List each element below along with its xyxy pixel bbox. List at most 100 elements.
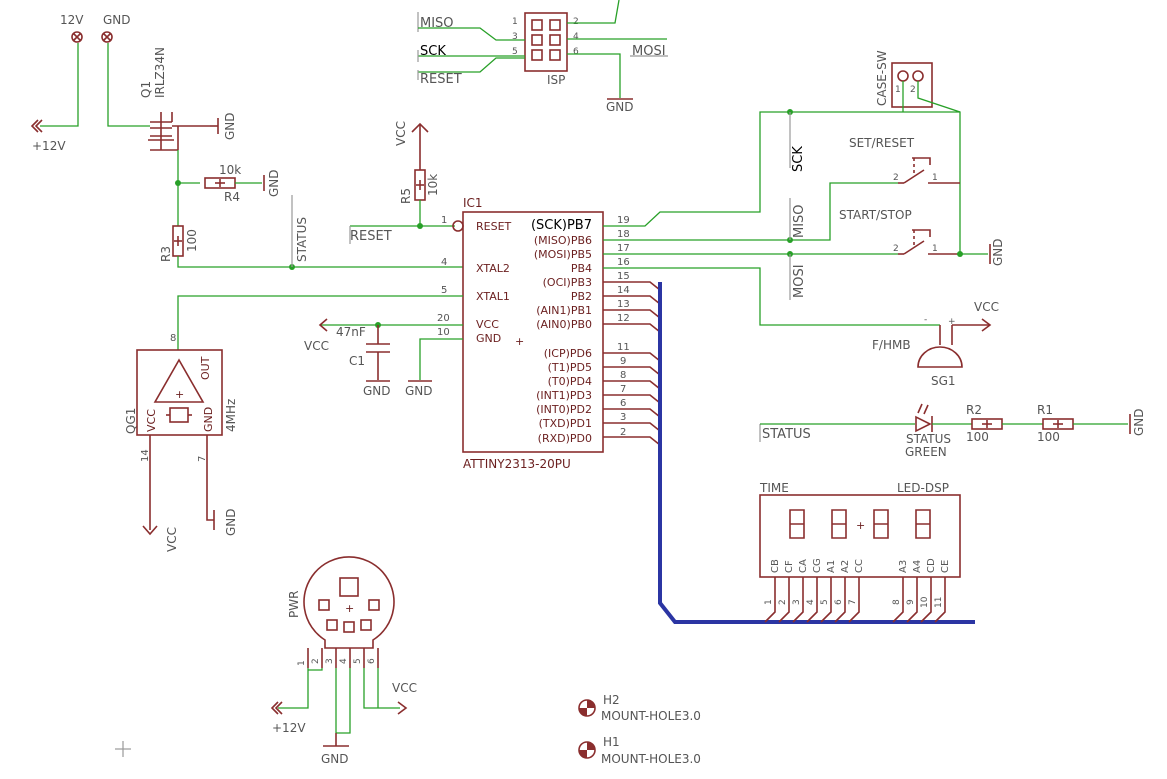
vcc-label-sg1: VCC xyxy=(974,300,999,314)
pwr-pin-6: 6 xyxy=(367,658,377,664)
ic1-left-pin-4: VCC xyxy=(476,318,499,331)
display-pin-name-7: CC xyxy=(854,559,865,573)
display-pin-name-6: A2 xyxy=(840,560,851,573)
ic1-right-pin-13: (INT0)PD2 xyxy=(536,403,592,416)
q1-name: Q1 xyxy=(139,81,153,98)
gnd-label-ic1: GND xyxy=(405,384,433,398)
display-pin-name-3: CA xyxy=(798,559,809,573)
ic1-left-pin-3: XTAL1 xyxy=(476,290,510,303)
sg1-plus: + xyxy=(948,317,956,327)
r1-name: R1 xyxy=(1037,403,1053,417)
ic1-right-pin-15: (RXD)PD0 xyxy=(538,432,592,445)
gnd-label-r4: GND xyxy=(267,169,281,197)
label-plus12v-bottom: +12V xyxy=(272,721,306,735)
vcc-symbol-qg1: VCC xyxy=(142,525,179,552)
isp-pin-2: 2 xyxy=(573,17,579,27)
gnd-symbol-ic1: GND xyxy=(405,380,433,398)
net-sck-label: SCK xyxy=(791,146,806,172)
set-reset-pin-2: 2 xyxy=(893,173,899,183)
ic1-right-pin-1: (SCK)PB7 xyxy=(531,218,592,233)
resistor-r3: R3 100 xyxy=(159,225,199,262)
r4-value: 10k xyxy=(219,163,241,177)
display-pin-name-10: CD xyxy=(926,558,937,573)
ic1-right-num-2: 18 xyxy=(617,229,630,240)
gnd-label-qg1: GND xyxy=(224,508,238,536)
display-pin-num-2: 2 xyxy=(778,599,788,605)
vcc-label-qg1: VCC xyxy=(165,527,179,552)
isp-pin-5: 5 xyxy=(512,47,518,57)
gnd-symbol-switches: GND xyxy=(989,238,1005,266)
start-stop-pin-1: 1 xyxy=(932,244,938,254)
ic1-bus-stubs xyxy=(603,267,661,446)
ic1-right-pin-9: (ICP)PD6 xyxy=(544,347,592,360)
start-stop-pin-2: 2 xyxy=(893,244,899,254)
ic1-attiny2313: IC1 ATTINY2313-20PU RESET XTAL2 XTAL1 VC… xyxy=(437,196,630,471)
ic1-right-pin-4: PB4 xyxy=(571,262,592,275)
case-sw-pin-2: 2 xyxy=(910,85,916,95)
gnd-symbol-q1: GND xyxy=(210,112,237,140)
ic1-right-num-6: 14 xyxy=(617,285,630,296)
display-pin-num-3: 3 xyxy=(792,599,802,605)
gnd-symbol-pwr: GND xyxy=(321,733,349,766)
net-status-right: STATUS xyxy=(762,427,811,442)
qg1-pin-out: OUT xyxy=(199,356,212,380)
display-pin-name-4: CG xyxy=(812,558,823,573)
net-status-left: STATUS xyxy=(295,217,309,262)
power-connector-pwr: + PWR 1 2 3 4 5 6 xyxy=(287,556,395,668)
ic1-right-num-1: 19 xyxy=(617,215,630,226)
svg-text:+: + xyxy=(175,388,184,401)
mount-hole-h1: H1 MOUNT-HOLE3.0 xyxy=(578,735,701,766)
ic1-right-num-13: 6 xyxy=(620,398,626,409)
led-status: STATUS GREEN xyxy=(905,403,951,459)
gnd-label-isp: GND xyxy=(606,100,634,114)
capacitor-c1: 47nF C1 xyxy=(336,325,390,380)
gnd-label-pwr: GND xyxy=(321,752,349,766)
ic1-right-num-10: 9 xyxy=(620,356,626,367)
pwr-pin-2: 2 xyxy=(311,658,321,664)
led-value: GREEN xyxy=(905,445,947,459)
display-value: LED-DSP xyxy=(897,481,949,495)
c1-value: 47nF xyxy=(336,325,366,339)
case-switch: CASE-SW 1 2 xyxy=(875,50,933,108)
gnd-label-status: GND xyxy=(1132,408,1146,436)
qg1-pin-num-7: 7 xyxy=(197,456,208,462)
isp-pin-1: 1 xyxy=(512,17,518,27)
qg1-pin-gnd: GND xyxy=(202,407,215,432)
vcc-symbol-r5: VCC xyxy=(394,121,429,170)
svg-text:+: + xyxy=(856,519,865,532)
led-name: STATUS xyxy=(906,432,951,446)
power-terminal-gnd: GND xyxy=(101,13,131,43)
ic1-right-num-7: 13 xyxy=(617,299,630,310)
r5-value: 10k xyxy=(426,174,440,196)
isp-sck-label: SCK xyxy=(420,44,446,59)
gnd-symbol-status: GND xyxy=(1129,408,1146,436)
ic1-right-num-11: 8 xyxy=(620,370,626,381)
ic1-right-pin-8: (AIN0)PB0 xyxy=(536,318,592,331)
resistor-r5: R5 10k xyxy=(399,169,440,204)
power-terminal-12v: 12V xyxy=(60,13,84,43)
ic1-right-num-3: 17 xyxy=(617,243,630,254)
net-miso-label: MISO xyxy=(792,204,807,238)
isp-pin-4: 4 xyxy=(573,32,579,42)
gnd-symbol-r4: GND xyxy=(263,169,281,197)
vcc-symbol-pwr: VCC xyxy=(392,681,417,715)
display-name: TIME xyxy=(759,481,789,495)
ic1-right-pin-11: (T0)PD4 xyxy=(548,375,592,388)
ic1-right-num-15: 2 xyxy=(620,427,626,438)
display-pin-name-8: A3 xyxy=(898,560,909,573)
ic1-left-num-3: 5 xyxy=(441,285,447,296)
ic1-left-pin-2: XTAL2 xyxy=(476,262,510,275)
ic1-left-pin-5: GND xyxy=(476,332,501,345)
gnd-symbol-qg1: GND xyxy=(213,508,238,536)
r2-name: R2 xyxy=(966,403,982,417)
ic1-left-num-4: 20 xyxy=(437,313,450,324)
svg-text:+: + xyxy=(515,335,524,348)
ic1-right-num-9: 11 xyxy=(617,342,630,353)
ic1-right-pin-14: (TXD)PD1 xyxy=(539,417,592,430)
qg1-pin-num-8: 8 xyxy=(170,333,176,344)
isp-mosi-label: MOSI xyxy=(632,44,666,59)
qg1-name: QG1 xyxy=(124,408,138,434)
signal-bus xyxy=(658,282,975,624)
r3-name: R3 xyxy=(159,246,173,262)
vcc-label-c1: VCC xyxy=(304,339,329,353)
